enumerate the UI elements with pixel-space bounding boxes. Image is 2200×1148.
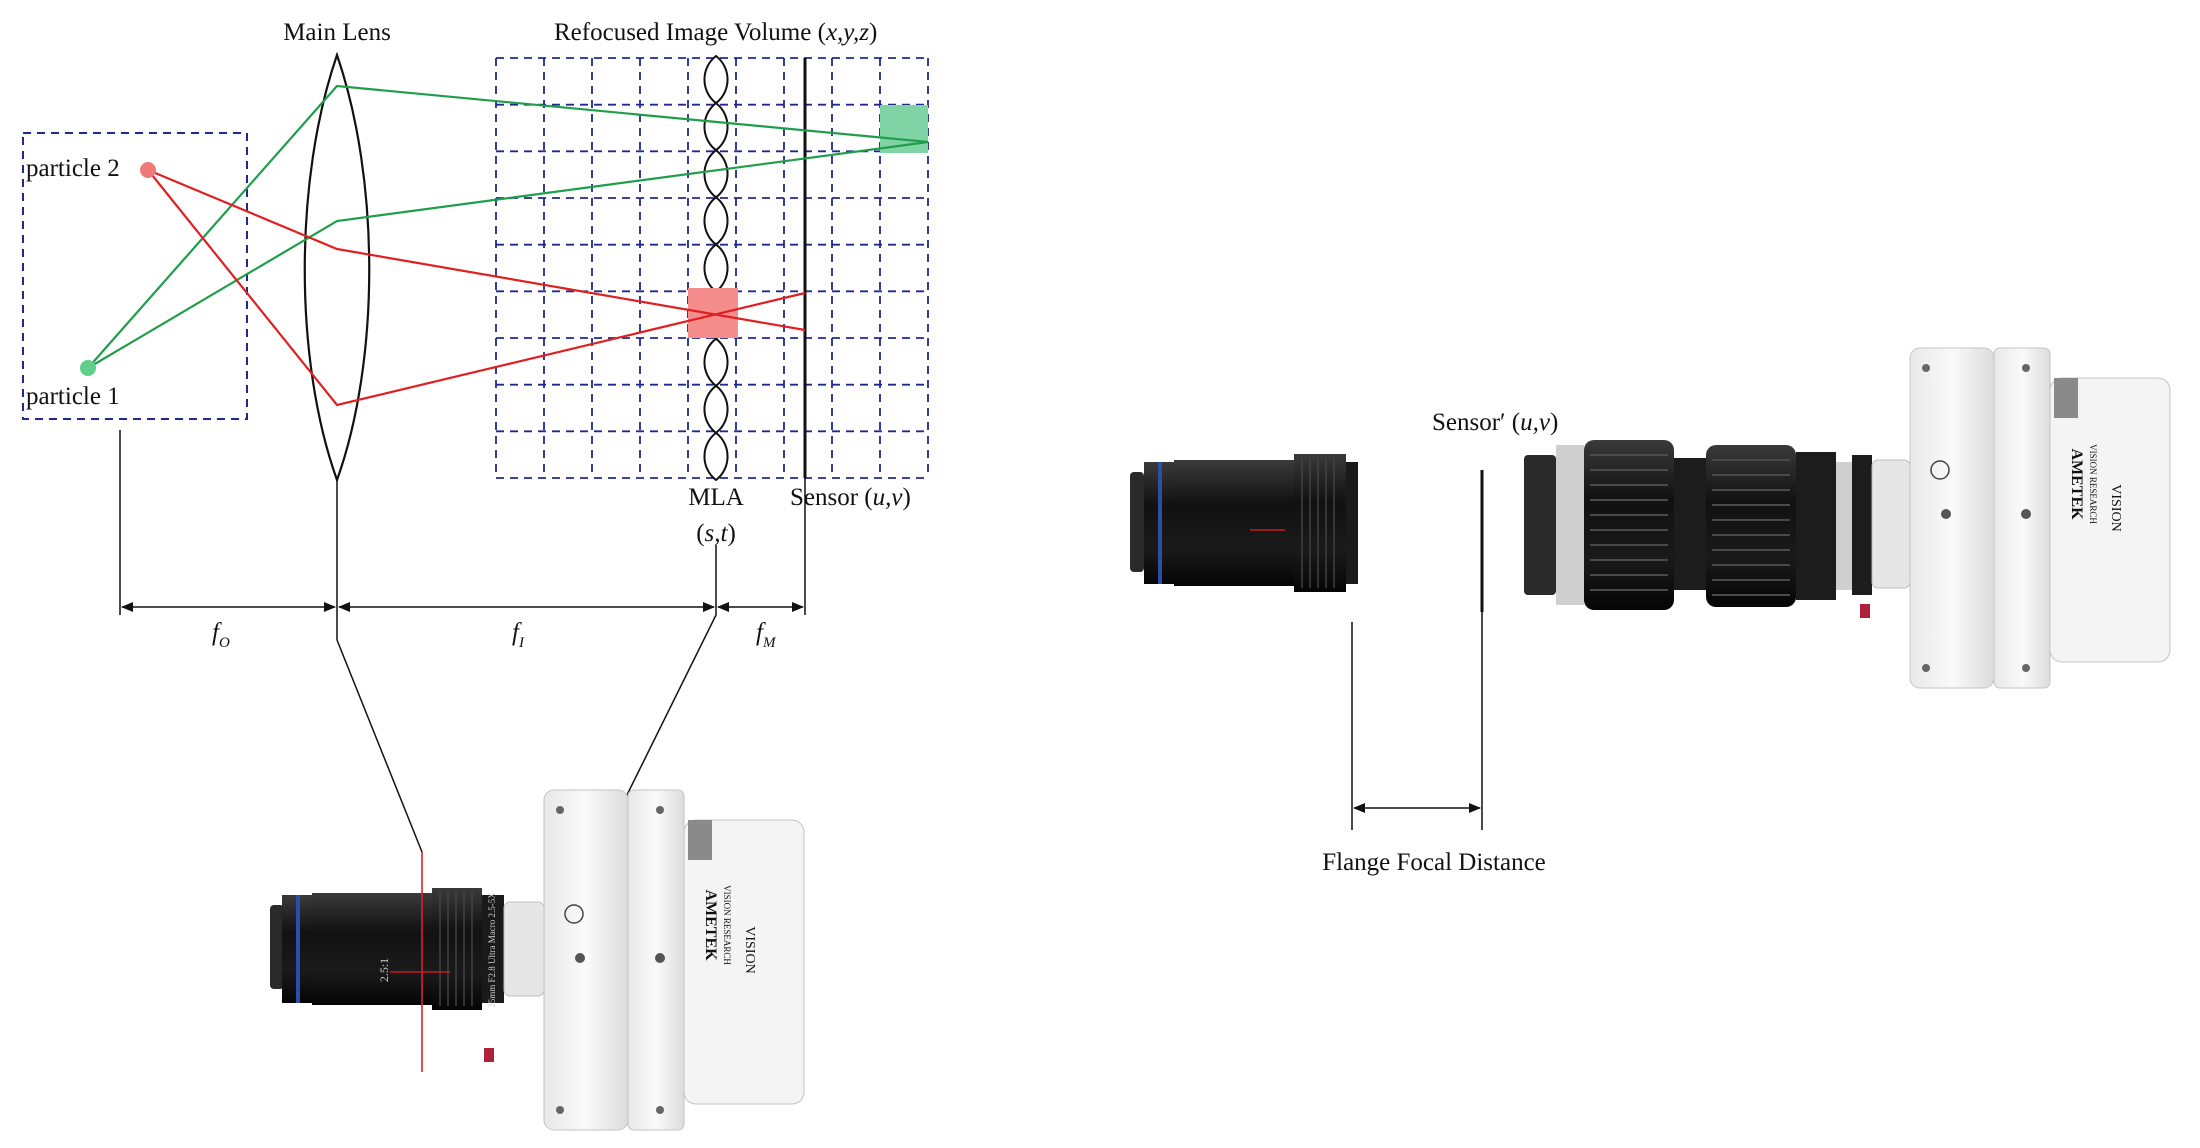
division-label: VISION RESEARCH (722, 885, 732, 965)
lens-engraving: 25mm F2.8 Ultra Macro 2.5-5X (487, 892, 497, 1008)
f-o-label: fO (212, 619, 230, 651)
mla-coords-label: (s,t) (696, 520, 736, 547)
f-m-label: fM (756, 619, 777, 651)
sensor-prime-label: Sensor′ (u,v) (1432, 409, 1558, 436)
lens-mark: 2.5:1 (377, 958, 391, 982)
microlens-array (703, 54, 729, 482)
detached-macro-lens (1130, 454, 1358, 592)
brand-label-right: AMETEK (2068, 448, 2085, 520)
main-lens (303, 51, 371, 484)
particle-1-label: particle 1 (26, 383, 120, 410)
microlens (703, 243, 729, 293)
division-label-right: VISION RESEARCH (2088, 444, 2098, 524)
flange-dimension (1351, 612, 1483, 830)
green-rays (87, 84, 929, 369)
refocused-volume-label: Refocused Image Volume (x,y,z) (554, 19, 877, 46)
brand-label: AMETEK (702, 889, 719, 961)
mla-label: MLA (688, 484, 744, 511)
particle-2-dot (140, 162, 156, 178)
microlens (703, 337, 729, 388)
microlens (703, 384, 729, 435)
microlens (703, 431, 729, 482)
flange-label: Flange Focal Distance (1322, 849, 1546, 876)
microlens (703, 101, 729, 152)
particle-2-label: particle 2 (26, 155, 120, 182)
f-i-label: fI (512, 619, 525, 651)
microlens (703, 54, 729, 105)
red-rays (147, 168, 806, 407)
dimension-lines (119, 430, 806, 640)
particle-1-dot (80, 360, 96, 376)
product-label-right: VISION (2108, 484, 2123, 531)
camera-with-macro-lens: 25mm F2.8 Ultra Macro 2.5-5X 2.5:1 AMETE… (270, 789, 805, 1131)
sensor-label: Sensor (u,v) (790, 484, 911, 511)
product-label: VISION (742, 926, 757, 973)
object-volume-box (22, 132, 248, 420)
main-lens-label: Main Lens (283, 19, 391, 46)
microlens (703, 196, 729, 246)
microlens (703, 148, 729, 199)
camera-with-extension-lens: AMETEK VISION RESEARCH VISION (1524, 347, 2171, 689)
